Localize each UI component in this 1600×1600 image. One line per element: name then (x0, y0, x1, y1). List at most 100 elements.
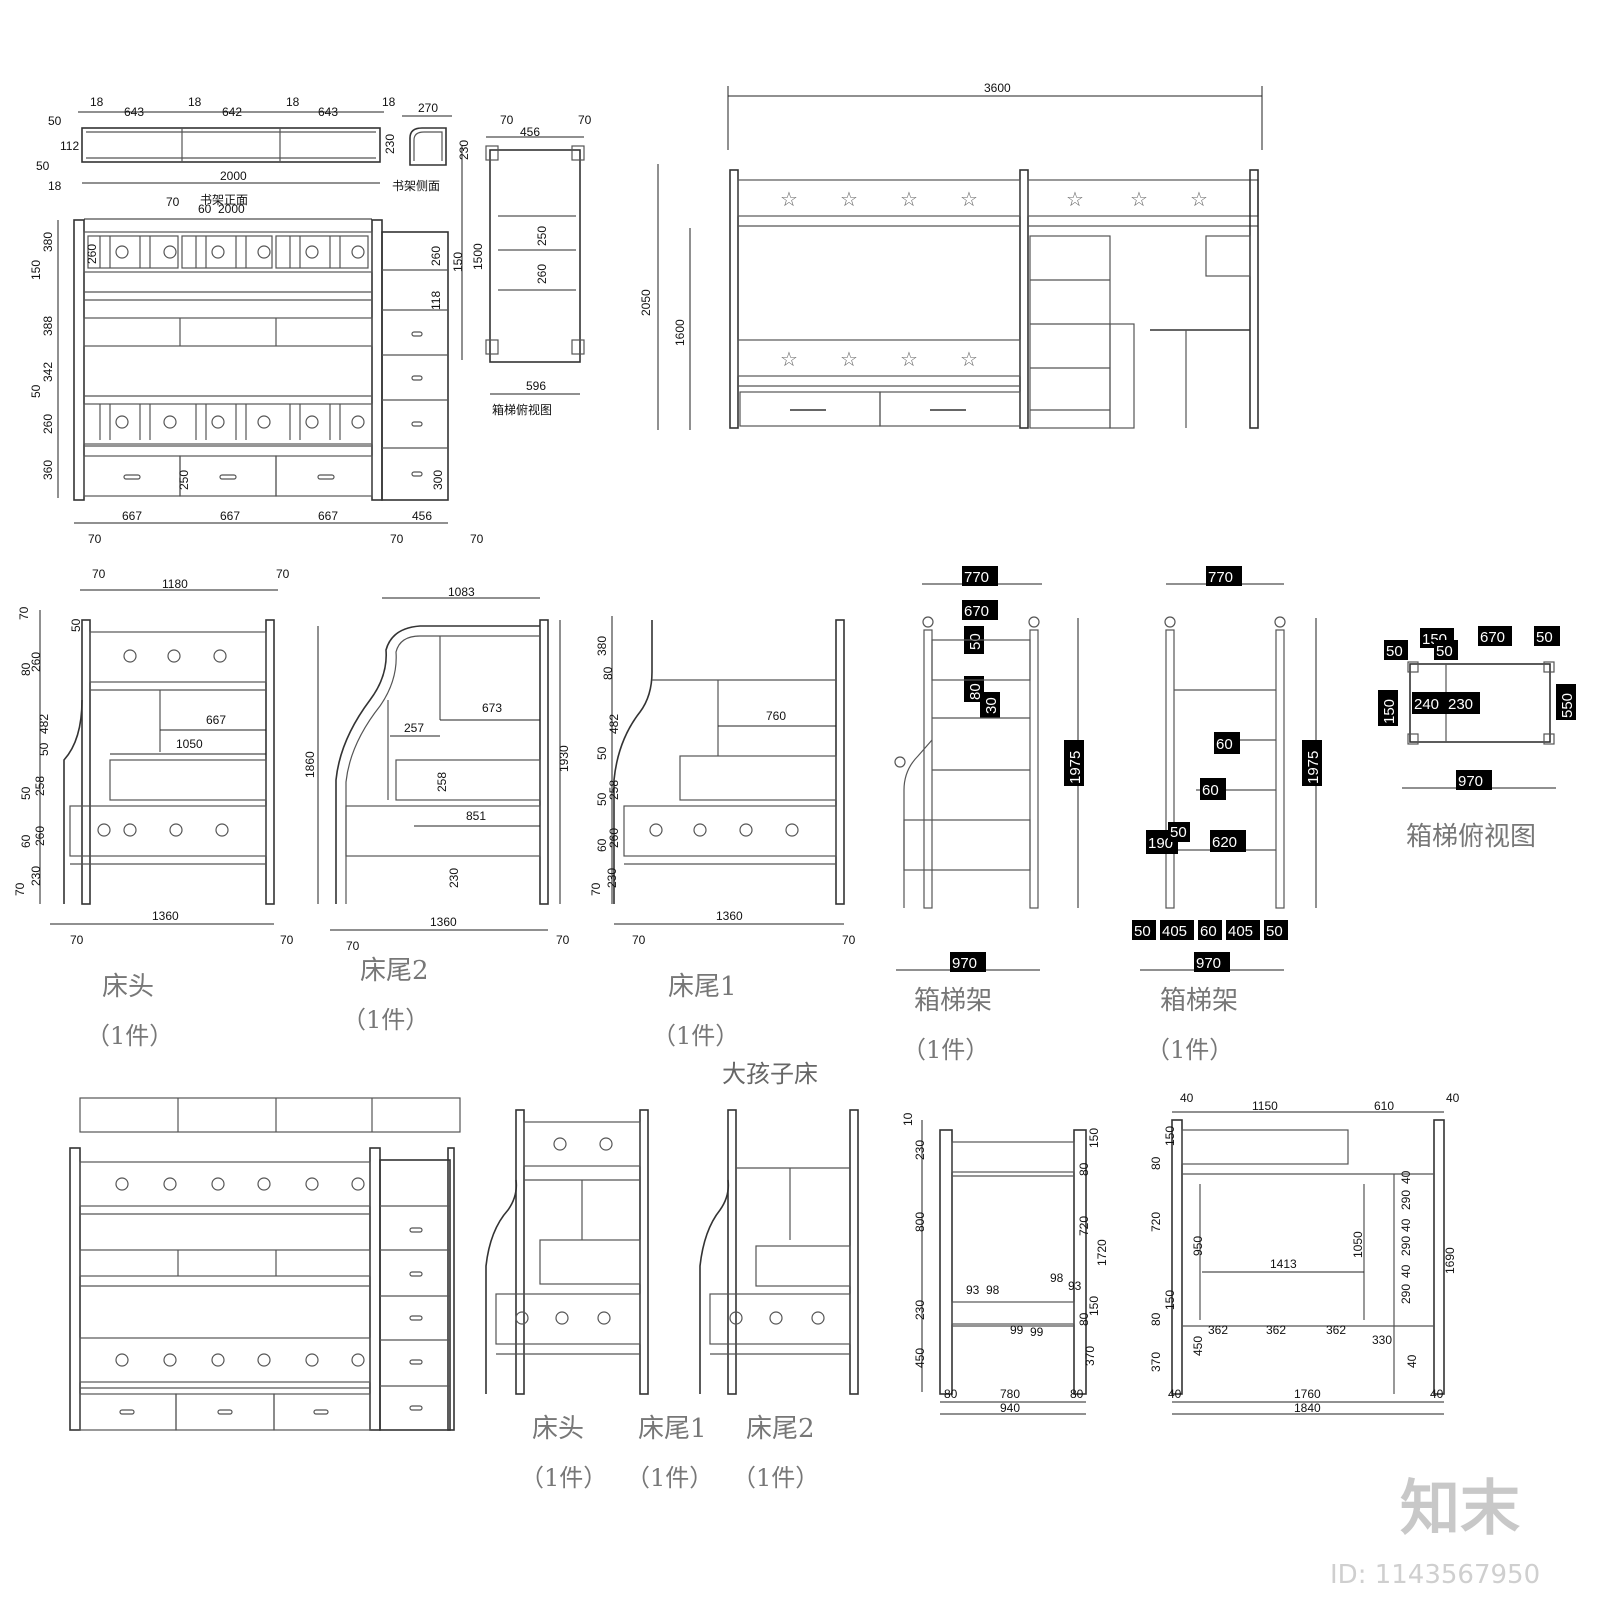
caption-qty: （1件） (1146, 1036, 1234, 1064)
caption-qty: （1件） (732, 1464, 820, 1492)
dim-text: 150 (1163, 1290, 1177, 1310)
dim-text: 70 (280, 933, 294, 947)
dim-text: 1150 (1252, 1099, 1278, 1113)
dim-text: 450 (913, 1348, 927, 1368)
dim-text: 98 (1050, 1271, 1064, 1285)
dim-text: 50 (1386, 643, 1403, 660)
dim-text: 70 (92, 567, 106, 581)
dim-text: 80 (601, 666, 615, 680)
image-id: ID: 1143567950 (1330, 1560, 1541, 1590)
dim-text: 70 (500, 113, 514, 127)
dim-text: 550 (1559, 693, 1576, 718)
caption-qty: （1件） (626, 1464, 714, 1492)
caption-qty: （1件） (86, 1022, 174, 1050)
dim-text: 60 (19, 834, 33, 848)
dim-text: 800 (913, 1212, 927, 1232)
dim-text: 70 (578, 113, 592, 127)
caption-bed-head: 床头 (102, 972, 155, 1002)
dim-text: 642 (222, 105, 242, 119)
caption-stair-frame-b: 箱梯架 (1160, 986, 1239, 1016)
dim-text: 50 (36, 159, 50, 173)
svg-text:☆: ☆ (1190, 189, 1208, 211)
dim-text: 360 (41, 460, 55, 480)
dim-text: 240 (1414, 696, 1439, 713)
dim-text: 258 (607, 780, 621, 800)
dim-text: 1360 (430, 915, 457, 929)
dim-text: 80 (967, 683, 984, 700)
stair-frame-b: 770 60 60 190 50 620 1975 50 405 60 405 … (1132, 566, 1322, 972)
caption-big-kid-bed: 大孩子床 (722, 1060, 818, 1088)
dim-text: 70 (166, 195, 180, 209)
dim-text: 260 (41, 414, 55, 434)
dim-text: 380 (41, 232, 55, 252)
dim-text: 950 (1191, 1236, 1205, 1256)
dim-text: 388 (41, 316, 55, 336)
dim-text: 1083 (448, 585, 475, 599)
dim-text: 610 (1374, 1099, 1394, 1113)
dim-text: 50 (1536, 629, 1553, 646)
brand-logo: 知末 (1400, 1474, 1520, 1544)
bed-tail1-elevation: 760 1360 70 70 380 80 482 50 50 258 60 2… (589, 616, 856, 947)
dim-text: 260 (85, 244, 99, 264)
dim-text: 50 (967, 633, 984, 650)
dim-text: 80 (1070, 1387, 1084, 1401)
dim-text: 760 (766, 709, 786, 723)
dim-text: 1720 (1095, 1239, 1109, 1266)
dim-text: 770 (1208, 569, 1233, 586)
caption-qty: （1件） (902, 1036, 990, 1064)
svg-text:☆: ☆ (840, 189, 858, 211)
dim-text: 230 (457, 140, 471, 160)
dim-text: 362 (1266, 1323, 1286, 1337)
svg-text:☆: ☆ (780, 349, 798, 371)
dim-text: 80 (1077, 1312, 1091, 1326)
dim-text: 50 (29, 384, 43, 398)
dim-text: 260 (33, 826, 47, 846)
shelf-front-title: 书架正面 (200, 193, 248, 207)
dim-text: 93 (966, 1283, 980, 1297)
dim-text: 1050 (176, 737, 203, 751)
dim-text: 230 (1448, 696, 1473, 713)
dim-text: 60 (1216, 736, 1233, 753)
dim-text: 1360 (716, 909, 743, 923)
svg-text:☆: ☆ (960, 189, 978, 211)
dim-text: 643 (124, 105, 144, 119)
dim-text: 10 (901, 1112, 915, 1126)
dim-text: 18 (90, 95, 104, 109)
stair-frame-a: 770 670 50 80 30 1975 970 (894, 566, 1084, 972)
dim-text: 150 (1087, 1296, 1101, 1316)
caption-qty: （1件） (520, 1464, 608, 1492)
dim-text: 50 (48, 114, 62, 128)
dim-text: 40 (1399, 1218, 1413, 1232)
dim-text: 60 (1202, 782, 1219, 799)
dim-text: 40 (1180, 1091, 1194, 1105)
stair-top-small-title: 箱梯俯视图 (492, 402, 552, 417)
dim-text: 940 (1000, 1401, 1020, 1415)
dim-text: 667 (206, 713, 226, 727)
star-row-lower: ☆ ☆ ☆ ☆ (780, 349, 978, 371)
dim-text: 673 (482, 701, 502, 715)
dim-text: 370 (1149, 1352, 1163, 1372)
caption-qty: （1件） (342, 1006, 430, 1034)
dim-text: 230 (447, 868, 461, 888)
dim-text: 257 (404, 721, 424, 735)
dim-text: 50 (1170, 824, 1187, 841)
dim-text: 667 (220, 509, 240, 523)
dim-text: 70 (13, 882, 27, 896)
dim-text: 80 (944, 1387, 958, 1401)
bunk-front-elevation: 2000 70 60 (29, 195, 484, 546)
dim-text: 230 (383, 134, 397, 154)
dim-text: 643 (318, 105, 338, 119)
dim-text: 1975 (1305, 751, 1322, 784)
dim-text: 150 (29, 260, 43, 280)
dim-text: 18 (286, 95, 300, 109)
dim-text: 40 (1405, 1354, 1419, 1368)
dim-text: 370 (1083, 1346, 1097, 1366)
dim-text: 70 (842, 933, 856, 947)
caption-bottom-tail1: 床尾1 (638, 1414, 707, 1444)
bunk-front-elevation-plain (69, 1097, 461, 1431)
dim-text: 40 (1168, 1387, 1182, 1401)
bed-tail2-elevation: 1083 673 257 258 851 230 1860 1930 1360 … (303, 585, 571, 953)
dim-text: 70 (276, 567, 290, 581)
dim-text: 250 (535, 226, 549, 246)
